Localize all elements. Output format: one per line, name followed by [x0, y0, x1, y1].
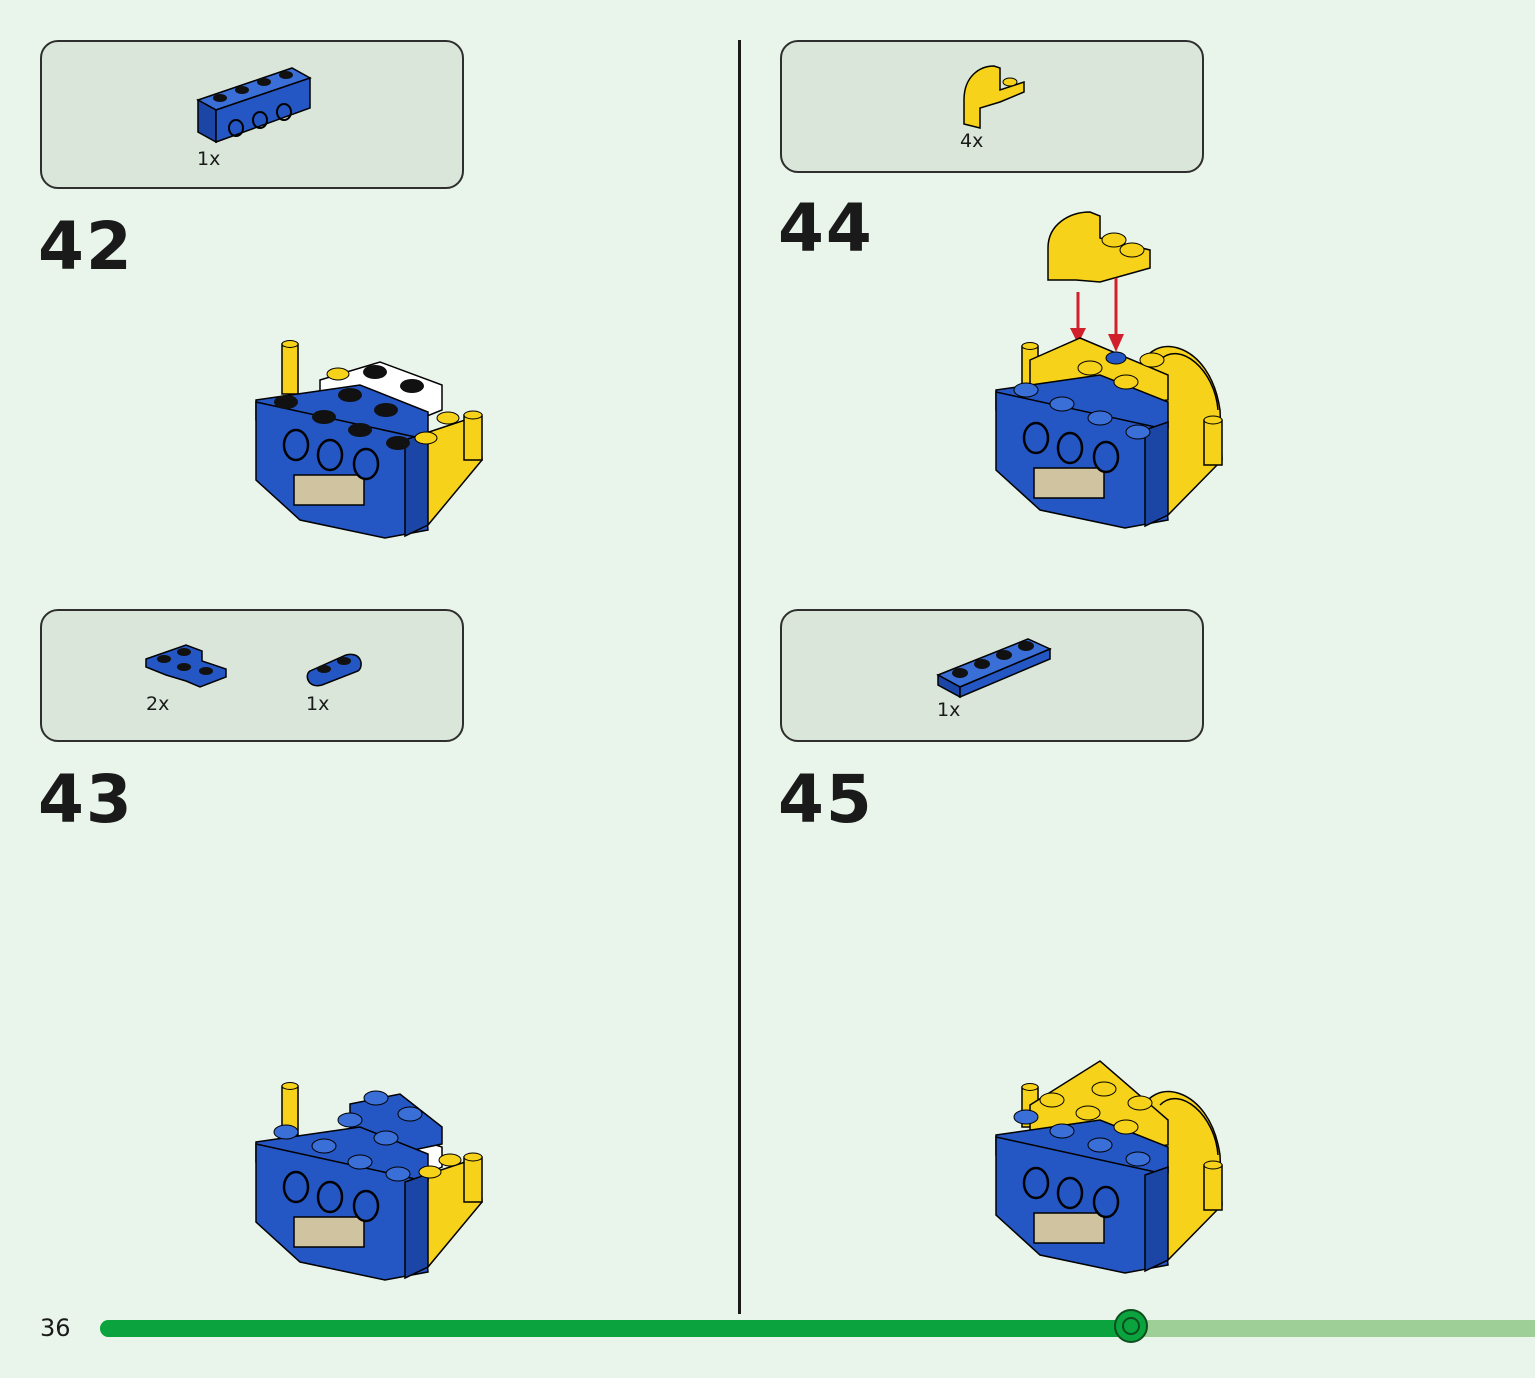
step-number-43: 43: [38, 761, 134, 838]
model-assembly-step-45: [995, 1060, 1223, 1274]
model-assembly-step-44: [995, 211, 1223, 529]
parts-box-step-43: 2x 1x: [40, 609, 464, 742]
page-number: 36: [40, 1314, 71, 1342]
step-number-45: 45: [778, 761, 874, 838]
part-quantity: 1x: [306, 693, 330, 715]
progress-fill: [100, 1320, 1134, 1337]
parts-box-step-44: 4x: [780, 40, 1204, 173]
parts-box-step-45: 1x: [780, 609, 1204, 742]
part-quantity: 4x: [960, 130, 984, 152]
model-assembly-step-43: [255, 1082, 483, 1281]
part-quantity: 2x: [146, 693, 170, 715]
model-assembly-step-42: [255, 340, 483, 539]
blue-rounded-plate-1x2-icon: [306, 653, 362, 687]
step-number-42: 42: [38, 208, 134, 285]
step-number-44: 44: [778, 190, 874, 267]
progress-marker-icon: [1114, 1309, 1149, 1343]
column-divider: [738, 40, 741, 1314]
part-quantity: 1x: [937, 699, 961, 721]
part-quantity: 1x: [197, 148, 221, 170]
progress-bar: [100, 1309, 1535, 1343]
yellow-curved-slope-icon: [963, 65, 1025, 129]
blue-technic-brick-1x4-icon: [196, 67, 312, 144]
blue-corner-plate-icon: [145, 644, 227, 688]
blue-plate-1x4-icon: [936, 638, 1052, 699]
parts-box-step-42: 1x: [40, 40, 464, 189]
